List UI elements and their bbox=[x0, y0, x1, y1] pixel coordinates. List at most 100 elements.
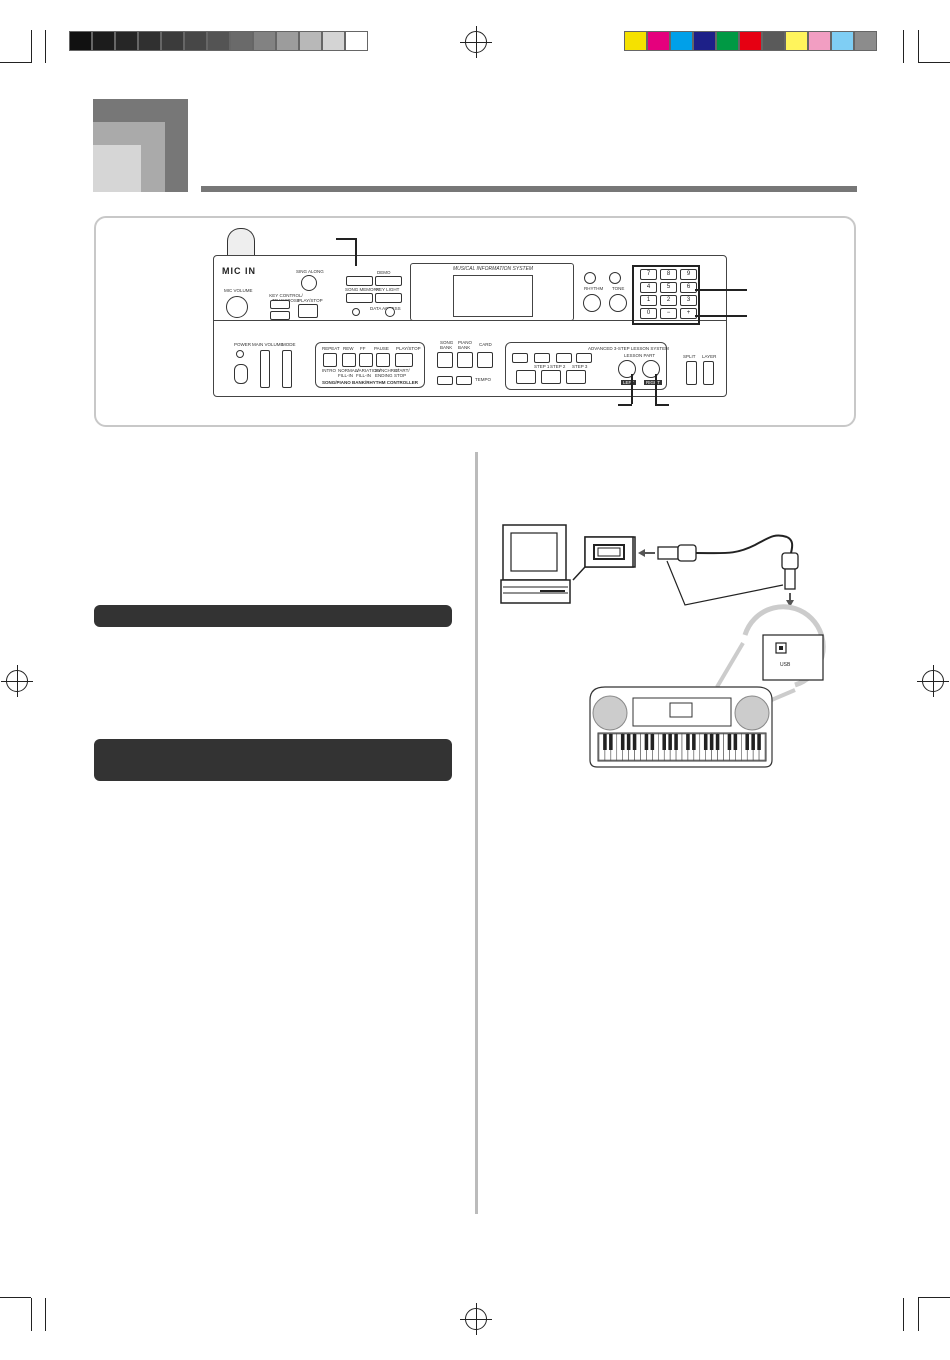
black-key bbox=[609, 734, 613, 750]
registration-mark-left bbox=[1, 665, 33, 697]
power-switch[interactable] bbox=[234, 364, 248, 384]
display-title: MUSICAL INFORMATION SYSTEM bbox=[453, 266, 534, 272]
start-stop-label: START/ STOP bbox=[394, 368, 410, 378]
rhythm-icon bbox=[584, 272, 596, 284]
black-key bbox=[715, 734, 720, 750]
number-key[interactable]: 3 bbox=[680, 295, 697, 306]
repeat-button[interactable] bbox=[323, 353, 337, 367]
layer-button[interactable] bbox=[703, 361, 714, 385]
tempo-up-button[interactable] bbox=[456, 376, 472, 385]
number-key[interactable]: − bbox=[660, 308, 677, 319]
piano-bank-button[interactable] bbox=[457, 352, 473, 368]
black-key bbox=[703, 734, 708, 750]
color-swatch bbox=[739, 31, 762, 51]
lesson-system-label: ADVANCED 3-STEP LESSON SYSTEM bbox=[588, 346, 669, 351]
gray-swatch bbox=[92, 31, 115, 51]
rhythm-button[interactable] bbox=[583, 294, 601, 312]
ff-button[interactable] bbox=[359, 353, 373, 367]
usb-a-plug-icon bbox=[657, 534, 788, 562]
repeat-label: REPEAT bbox=[322, 346, 340, 351]
gray-swatch bbox=[230, 31, 253, 51]
tempo-down-button[interactable] bbox=[437, 376, 453, 385]
lesson-preset-button-3[interactable] bbox=[556, 353, 572, 363]
header-rule bbox=[201, 186, 857, 192]
black-key bbox=[751, 734, 755, 750]
main-volume-label: MAIN VOLUME bbox=[252, 342, 284, 347]
sing-along-button[interactable] bbox=[301, 275, 317, 291]
step1-button[interactable] bbox=[516, 370, 536, 384]
number-key[interactable]: 9 bbox=[680, 269, 697, 280]
gray-swatch bbox=[184, 31, 207, 51]
number-key[interactable]: 8 bbox=[660, 269, 677, 280]
demo-button[interactable] bbox=[375, 276, 402, 286]
controller-group: REPEAT REW FF PAUSE PLAY/STOP INTRO NORM… bbox=[315, 342, 425, 388]
step3-label: STEP 3 bbox=[572, 364, 588, 369]
power-label: POWER bbox=[234, 342, 252, 347]
data-access-lamp bbox=[352, 308, 360, 316]
number-key[interactable]: 0 bbox=[640, 308, 657, 319]
keyboard-usb-port-zoom bbox=[715, 604, 826, 709]
number-key[interactable]: 7 bbox=[640, 269, 657, 280]
play-stop-label: PLAY/STOP bbox=[298, 298, 323, 303]
color-swatch bbox=[808, 31, 831, 51]
number-key[interactable]: + bbox=[680, 308, 697, 319]
pause-button[interactable] bbox=[376, 353, 390, 367]
black-key bbox=[733, 734, 738, 750]
step3-button[interactable] bbox=[566, 370, 586, 384]
piano-bank-label: PIANO BANK bbox=[458, 340, 473, 350]
key-light-button[interactable] bbox=[375, 293, 402, 303]
card-button[interactable] bbox=[477, 352, 493, 368]
color-swatch bbox=[624, 31, 647, 51]
black-key bbox=[692, 734, 696, 750]
tone-button[interactable] bbox=[609, 294, 627, 312]
keyboard-panel-illustration bbox=[94, 216, 856, 427]
black-key bbox=[603, 734, 607, 750]
key-light-label: KEY LIGHT bbox=[376, 287, 400, 292]
number-key[interactable]: 1 bbox=[640, 295, 657, 306]
number-key[interactable]: 2 bbox=[660, 295, 677, 306]
play-stop-button-2[interactable] bbox=[395, 353, 413, 367]
rew-button[interactable] bbox=[342, 353, 356, 367]
lesson-preset-button-4[interactable] bbox=[576, 353, 592, 363]
usb-b-plug-icon bbox=[781, 536, 799, 590]
number-key[interactable]: 4 bbox=[640, 282, 657, 293]
song-select-button[interactable] bbox=[346, 276, 373, 286]
black-key bbox=[757, 734, 761, 750]
ff-label: FF bbox=[360, 346, 366, 351]
lcd-display: MUSICAL INFORMATION SYSTEM bbox=[410, 263, 574, 321]
controller-caption: SONG/PIANO BANK/RHYTHM CONTROLLER bbox=[322, 380, 418, 385]
color-swatch bbox=[670, 31, 693, 51]
synchro-ending-label: SYNCHRO/ ENDING bbox=[375, 368, 399, 378]
lesson-preset-button-1[interactable] bbox=[512, 353, 528, 363]
color-swatch bbox=[854, 31, 877, 51]
step2-button[interactable] bbox=[541, 370, 561, 384]
computer-usb-port-zoom bbox=[572, 536, 636, 581]
registration-mark-top bbox=[460, 26, 492, 58]
lesson-group: ADVANCED 3-STEP LESSON SYSTEM STEP 1 STE… bbox=[505, 342, 669, 390]
lesson-preset-button-2[interactable] bbox=[534, 353, 550, 363]
black-key bbox=[644, 734, 649, 750]
card-label: CARD bbox=[479, 342, 492, 347]
black-key bbox=[674, 734, 678, 750]
transpose-down-button[interactable] bbox=[270, 311, 290, 320]
number-key[interactable]: 6 bbox=[680, 282, 697, 293]
black-key bbox=[745, 734, 749, 750]
step2-label: STEP 2 bbox=[550, 364, 566, 369]
mode-slider[interactable] bbox=[282, 350, 292, 388]
color-swatch bbox=[716, 31, 739, 51]
mic-volume-knob[interactable] bbox=[226, 296, 248, 318]
split-button[interactable] bbox=[686, 361, 697, 385]
main-volume-slider[interactable] bbox=[260, 350, 270, 388]
song-memory-label: SONG MEMORY bbox=[345, 287, 380, 292]
data-access-icon bbox=[385, 307, 395, 317]
number-key[interactable]: 5 bbox=[660, 282, 677, 293]
mic-in-label: MIC IN bbox=[222, 266, 256, 276]
play-stop-button[interactable] bbox=[298, 304, 318, 318]
left-hand-button[interactable] bbox=[618, 360, 636, 378]
song-memory-button[interactable] bbox=[346, 293, 373, 303]
song-bank-button[interactable] bbox=[437, 352, 453, 368]
gray-swatch bbox=[138, 31, 161, 51]
right-hand-button[interactable] bbox=[642, 360, 660, 378]
transpose-up-button[interactable] bbox=[270, 300, 290, 309]
grayscale-bar bbox=[69, 31, 368, 51]
